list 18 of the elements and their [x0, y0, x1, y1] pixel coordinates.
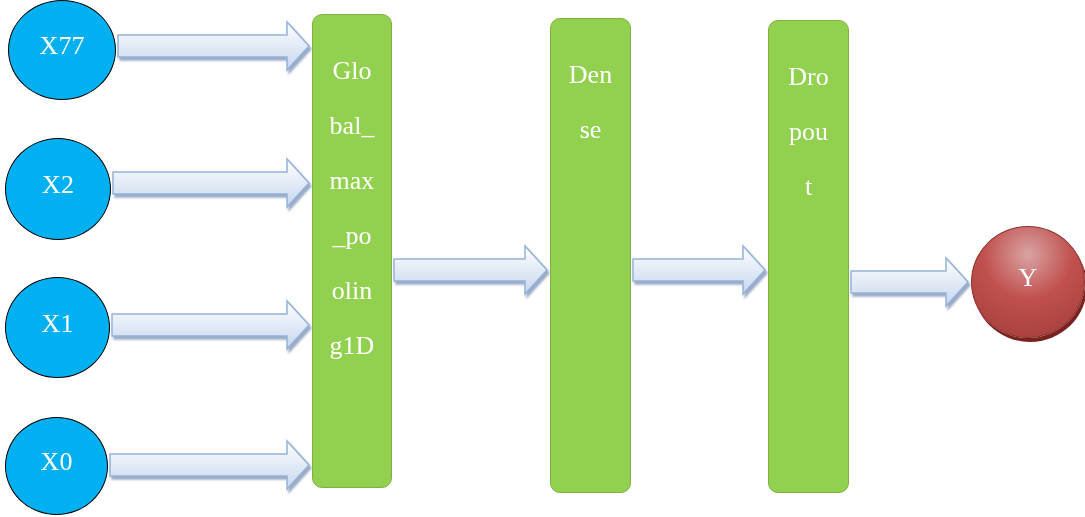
node-label: Global_max_pooling1D: [329, 55, 375, 362]
node-label: X1: [41, 308, 74, 339]
block-arrow: [632, 244, 766, 296]
node-label: Dropout: [787, 61, 830, 203]
block-arrow: [112, 157, 310, 209]
block-arrow: [111, 299, 310, 351]
node-label: X0: [40, 447, 73, 477]
block-arrow: [109, 439, 310, 491]
node-label: Y: [1018, 263, 1038, 293]
layer-box: [768, 20, 849, 493]
block-arrow: [117, 20, 310, 72]
block-arrow: [393, 244, 548, 296]
layer-box: [550, 18, 631, 493]
block-arrow: [850, 256, 969, 308]
node-label: X2: [42, 170, 74, 200]
node-label: Dense: [567, 59, 614, 146]
node-label: X77: [39, 31, 85, 61]
layer-box: [312, 14, 392, 488]
